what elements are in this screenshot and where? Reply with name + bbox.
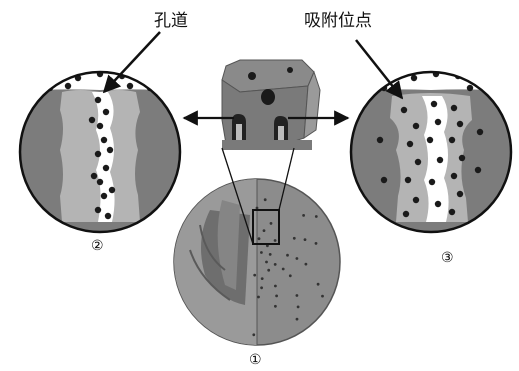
surface-dot (258, 237, 261, 240)
molecule-dot (97, 179, 103, 185)
molecule-dot (103, 109, 109, 115)
surface-dot (269, 253, 272, 256)
surface-dot (264, 198, 267, 201)
surface-dot (296, 257, 299, 260)
molecule-dot (109, 187, 115, 193)
adsorbate-dot (457, 121, 463, 127)
surface-dot (270, 222, 273, 225)
marker-1: ① (249, 352, 262, 368)
surface-dot (296, 318, 299, 321)
adsorbate-dot (429, 179, 435, 185)
surface-dot (260, 251, 263, 254)
adsorbate-dot (381, 177, 387, 183)
adsorbate-dot (459, 155, 465, 161)
adsorbate-dot (369, 75, 375, 81)
pore-magnified-view (20, 66, 180, 232)
adsorbate-dot (435, 119, 441, 125)
adsorbate-dot (475, 71, 481, 77)
adsorbate-dot (457, 191, 463, 197)
surface-dot (286, 254, 289, 257)
surface-dot (265, 261, 268, 264)
surface-dot (282, 268, 285, 271)
surface-dot (315, 242, 318, 245)
adsorbate-dot (477, 129, 483, 135)
molecule-dot (103, 165, 109, 171)
marker-2: ② (91, 238, 104, 254)
adsorbate-dot (431, 101, 437, 107)
surface-dot (289, 274, 292, 277)
molecule-dot (89, 117, 95, 123)
surface-dot (274, 239, 277, 242)
surface-dot (267, 269, 270, 272)
surface-pore (261, 89, 275, 105)
surface-dot (274, 305, 277, 308)
molecule-dot (95, 97, 101, 103)
adsorbate-dot (435, 201, 441, 207)
adsorbate-dot (449, 209, 455, 215)
surface-dot (253, 274, 256, 277)
molecule-dot (55, 71, 61, 77)
surface-dot (293, 237, 296, 240)
adsorbate-dot (451, 173, 457, 179)
adsorption-site-label: 吸附位点 (304, 11, 372, 31)
adsorbate-dot (389, 71, 395, 77)
adsorbate-dot (405, 177, 411, 183)
surface-dot (275, 295, 278, 298)
surface-dot (317, 283, 320, 286)
adsorbate-dot (449, 137, 455, 143)
surface-dot (274, 263, 277, 266)
surface-pore (248, 72, 256, 80)
surface-dot (304, 238, 307, 241)
surface-dot (257, 296, 260, 299)
molecule-dot (95, 207, 101, 213)
adsorbate-dot (411, 75, 417, 81)
surface-dot (305, 263, 308, 266)
surface-dot (256, 207, 259, 210)
adsorbate-dot (401, 107, 407, 113)
molecule-dot (101, 193, 107, 199)
molecule-dot (37, 75, 43, 81)
surface-dot (260, 286, 263, 289)
adsorbate-dot (427, 137, 433, 143)
molecule-dot (105, 213, 111, 219)
molecule-dot (157, 77, 163, 83)
adsorbate-dot (415, 159, 421, 165)
molecule-dot (107, 147, 113, 153)
marker-3: ③ (441, 250, 454, 266)
surface-dot (302, 214, 305, 217)
molecule-dot (65, 83, 71, 89)
adsorbate-dot (407, 141, 413, 147)
granule-sphere (174, 179, 340, 345)
molecule-dot (139, 71, 145, 77)
adsorbate-dot (467, 85, 473, 91)
surface-dot (297, 306, 300, 309)
surface-dot (321, 295, 324, 298)
molecule-dot (97, 123, 103, 129)
adsorbate-dot (451, 105, 457, 111)
molecule-dot (91, 173, 97, 179)
surface-pore (287, 67, 293, 73)
adsorbate-dot (413, 123, 419, 129)
molecule-dot (95, 151, 101, 157)
adsorbate-dot (377, 137, 383, 143)
adsorption-site-magnified-view (351, 66, 511, 232)
adsorption-site-pointer-arrow (356, 40, 402, 98)
pore-label: 孔道 (154, 11, 188, 31)
molecule-dot (127, 83, 133, 89)
molecule-dot (101, 137, 107, 143)
surface-dot (263, 229, 266, 232)
adsorbate-dot (403, 211, 409, 217)
surface-dot (315, 215, 318, 218)
adsorbate-dot (475, 167, 481, 173)
surface-dot (252, 333, 255, 336)
adsorbate-dot (437, 157, 443, 163)
surface-dot (274, 285, 277, 288)
adsorbate-dot (493, 77, 499, 83)
granule-fragment (222, 60, 320, 150)
surface-dot (296, 294, 299, 297)
adsorbate-dot (413, 197, 419, 203)
surface-dot (261, 277, 264, 280)
